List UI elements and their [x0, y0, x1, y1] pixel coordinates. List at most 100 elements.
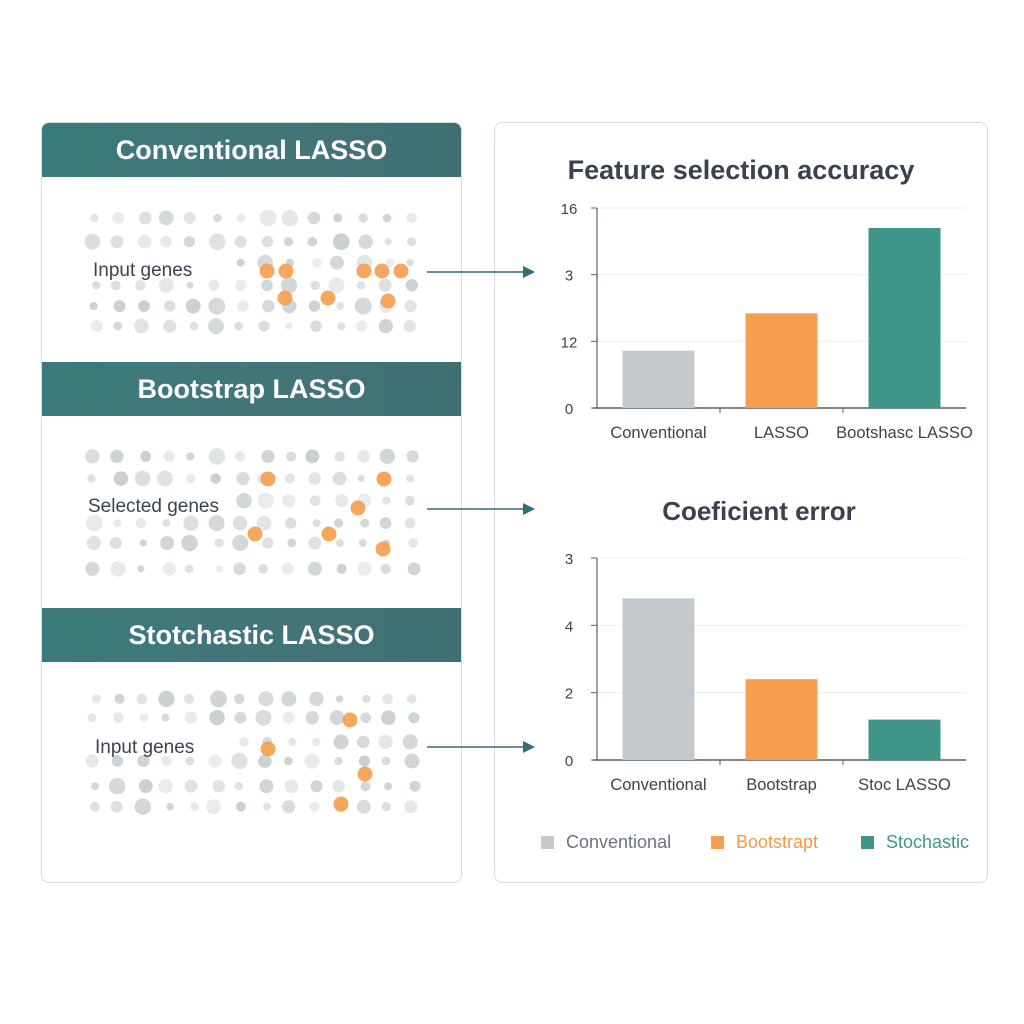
- gene-dot: [184, 711, 198, 724]
- gene-dot: [379, 517, 392, 529]
- gene-dot: [261, 449, 275, 463]
- gene-dot: [113, 471, 129, 486]
- gene-dot: [305, 711, 319, 725]
- x-tick-label: LASSO: [754, 424, 809, 442]
- legend-item-stochastic: Stochastic: [861, 832, 969, 853]
- gene-dot: [305, 449, 320, 464]
- gene-dot: [87, 474, 96, 483]
- gene-dot: [239, 737, 249, 747]
- gene-dot: [333, 213, 343, 223]
- gene-dot: [381, 802, 392, 812]
- gene-dot: [354, 297, 372, 315]
- gene-dot: [356, 320, 368, 332]
- gene-dot: [334, 756, 343, 766]
- gene-dot: [404, 300, 417, 313]
- gene-dot: [256, 515, 272, 531]
- legend-swatch-bootstrap: [711, 836, 724, 849]
- selected-gene-dot: [342, 712, 358, 728]
- gene-dot: [138, 300, 150, 312]
- selected-gene-dot: [260, 741, 276, 757]
- gene-dot: [284, 756, 293, 766]
- gene-dot: [284, 473, 295, 484]
- gene-dot: [378, 319, 393, 334]
- gene-dot: [110, 235, 124, 249]
- gene-dot: [161, 713, 170, 722]
- gene-dot: [137, 234, 152, 249]
- gene-dot: [282, 494, 296, 508]
- gene-dot: [89, 801, 100, 812]
- gene-dot: [258, 564, 268, 574]
- y-tick-label: 0: [565, 401, 573, 418]
- gene-dot: [334, 451, 345, 462]
- gene-dot: [261, 279, 273, 292]
- gene-dot: [113, 300, 126, 313]
- gene-dot: [111, 755, 124, 767]
- gene-dot: [89, 302, 98, 311]
- gene-dot: [406, 694, 417, 704]
- gene-dot: [380, 563, 391, 574]
- gene-dot: [232, 515, 248, 531]
- gene-dot: [332, 779, 345, 793]
- gene-dot: [210, 473, 221, 484]
- gene-dot: [234, 711, 247, 724]
- legend: Conventional Bootstrapt Stochastic: [0, 832, 1024, 858]
- gene-dot: [113, 712, 124, 723]
- gene-dot: [310, 280, 321, 291]
- gene-dot: [110, 561, 126, 577]
- gene-dot: [232, 535, 249, 551]
- gene-dot: [183, 693, 195, 705]
- gene-dot: [308, 536, 322, 550]
- selected-gene-dot: [376, 471, 392, 487]
- selected-gene-dot: [260, 471, 276, 487]
- legend-label-conventional: Conventional: [566, 832, 672, 852]
- gene-dot: [304, 753, 320, 769]
- gene-dot: [357, 450, 371, 463]
- gene-dot: [336, 563, 347, 574]
- gene-dot: [208, 448, 226, 465]
- x-tick-label: Conventional: [610, 776, 706, 794]
- gene-dot: [235, 451, 246, 462]
- gene-dot: [357, 561, 372, 576]
- gene-dot: [113, 519, 122, 527]
- legend-item-conventional: Conventional: [541, 832, 671, 853]
- y-tick-label: 16: [561, 201, 578, 218]
- gene-dot: [110, 800, 123, 813]
- gene-dot: [257, 492, 274, 509]
- gene-dot: [312, 257, 322, 268]
- gene-dot: [139, 713, 149, 723]
- gene-dot: [408, 538, 418, 548]
- gene-dot: [381, 710, 396, 725]
- bar-1: [745, 679, 818, 760]
- gene-dot: [135, 518, 146, 529]
- gene-dot: [405, 279, 418, 292]
- legend-label-stochastic: Stochastic: [886, 832, 970, 852]
- panel-title-stochastic: Stotchastic LASSO: [42, 608, 461, 662]
- gene-dot: [183, 212, 196, 224]
- gene-dot: [281, 209, 298, 227]
- gene-dot: [286, 451, 297, 462]
- bar-2: [868, 228, 941, 408]
- selected-gene-dot: [321, 526, 337, 542]
- gene-dot: [233, 562, 246, 576]
- gene-dot: [333, 734, 349, 750]
- gene-dot: [259, 779, 274, 794]
- gene-dot: [404, 753, 420, 769]
- gene-dot: [185, 298, 201, 314]
- gene-dot: [335, 539, 344, 547]
- gene-dot: [362, 694, 371, 704]
- gene-dot: [160, 536, 175, 550]
- gene-dot: [356, 799, 371, 814]
- gene-dot: [212, 779, 225, 793]
- gene-dot: [356, 280, 366, 290]
- selected-gene-dot: [247, 526, 263, 542]
- selected-genes-label: Selected genes: [88, 496, 219, 517]
- gene-dot: [329, 255, 344, 270]
- selected-gene-dot: [278, 263, 294, 279]
- gene-dot: [112, 212, 125, 224]
- gene-dot: [404, 800, 418, 814]
- gene-dot: [285, 517, 297, 529]
- gene-dot: [235, 279, 247, 291]
- gene-dot: [335, 494, 349, 508]
- gene-dot: [406, 259, 414, 267]
- gene-dot: [186, 452, 195, 461]
